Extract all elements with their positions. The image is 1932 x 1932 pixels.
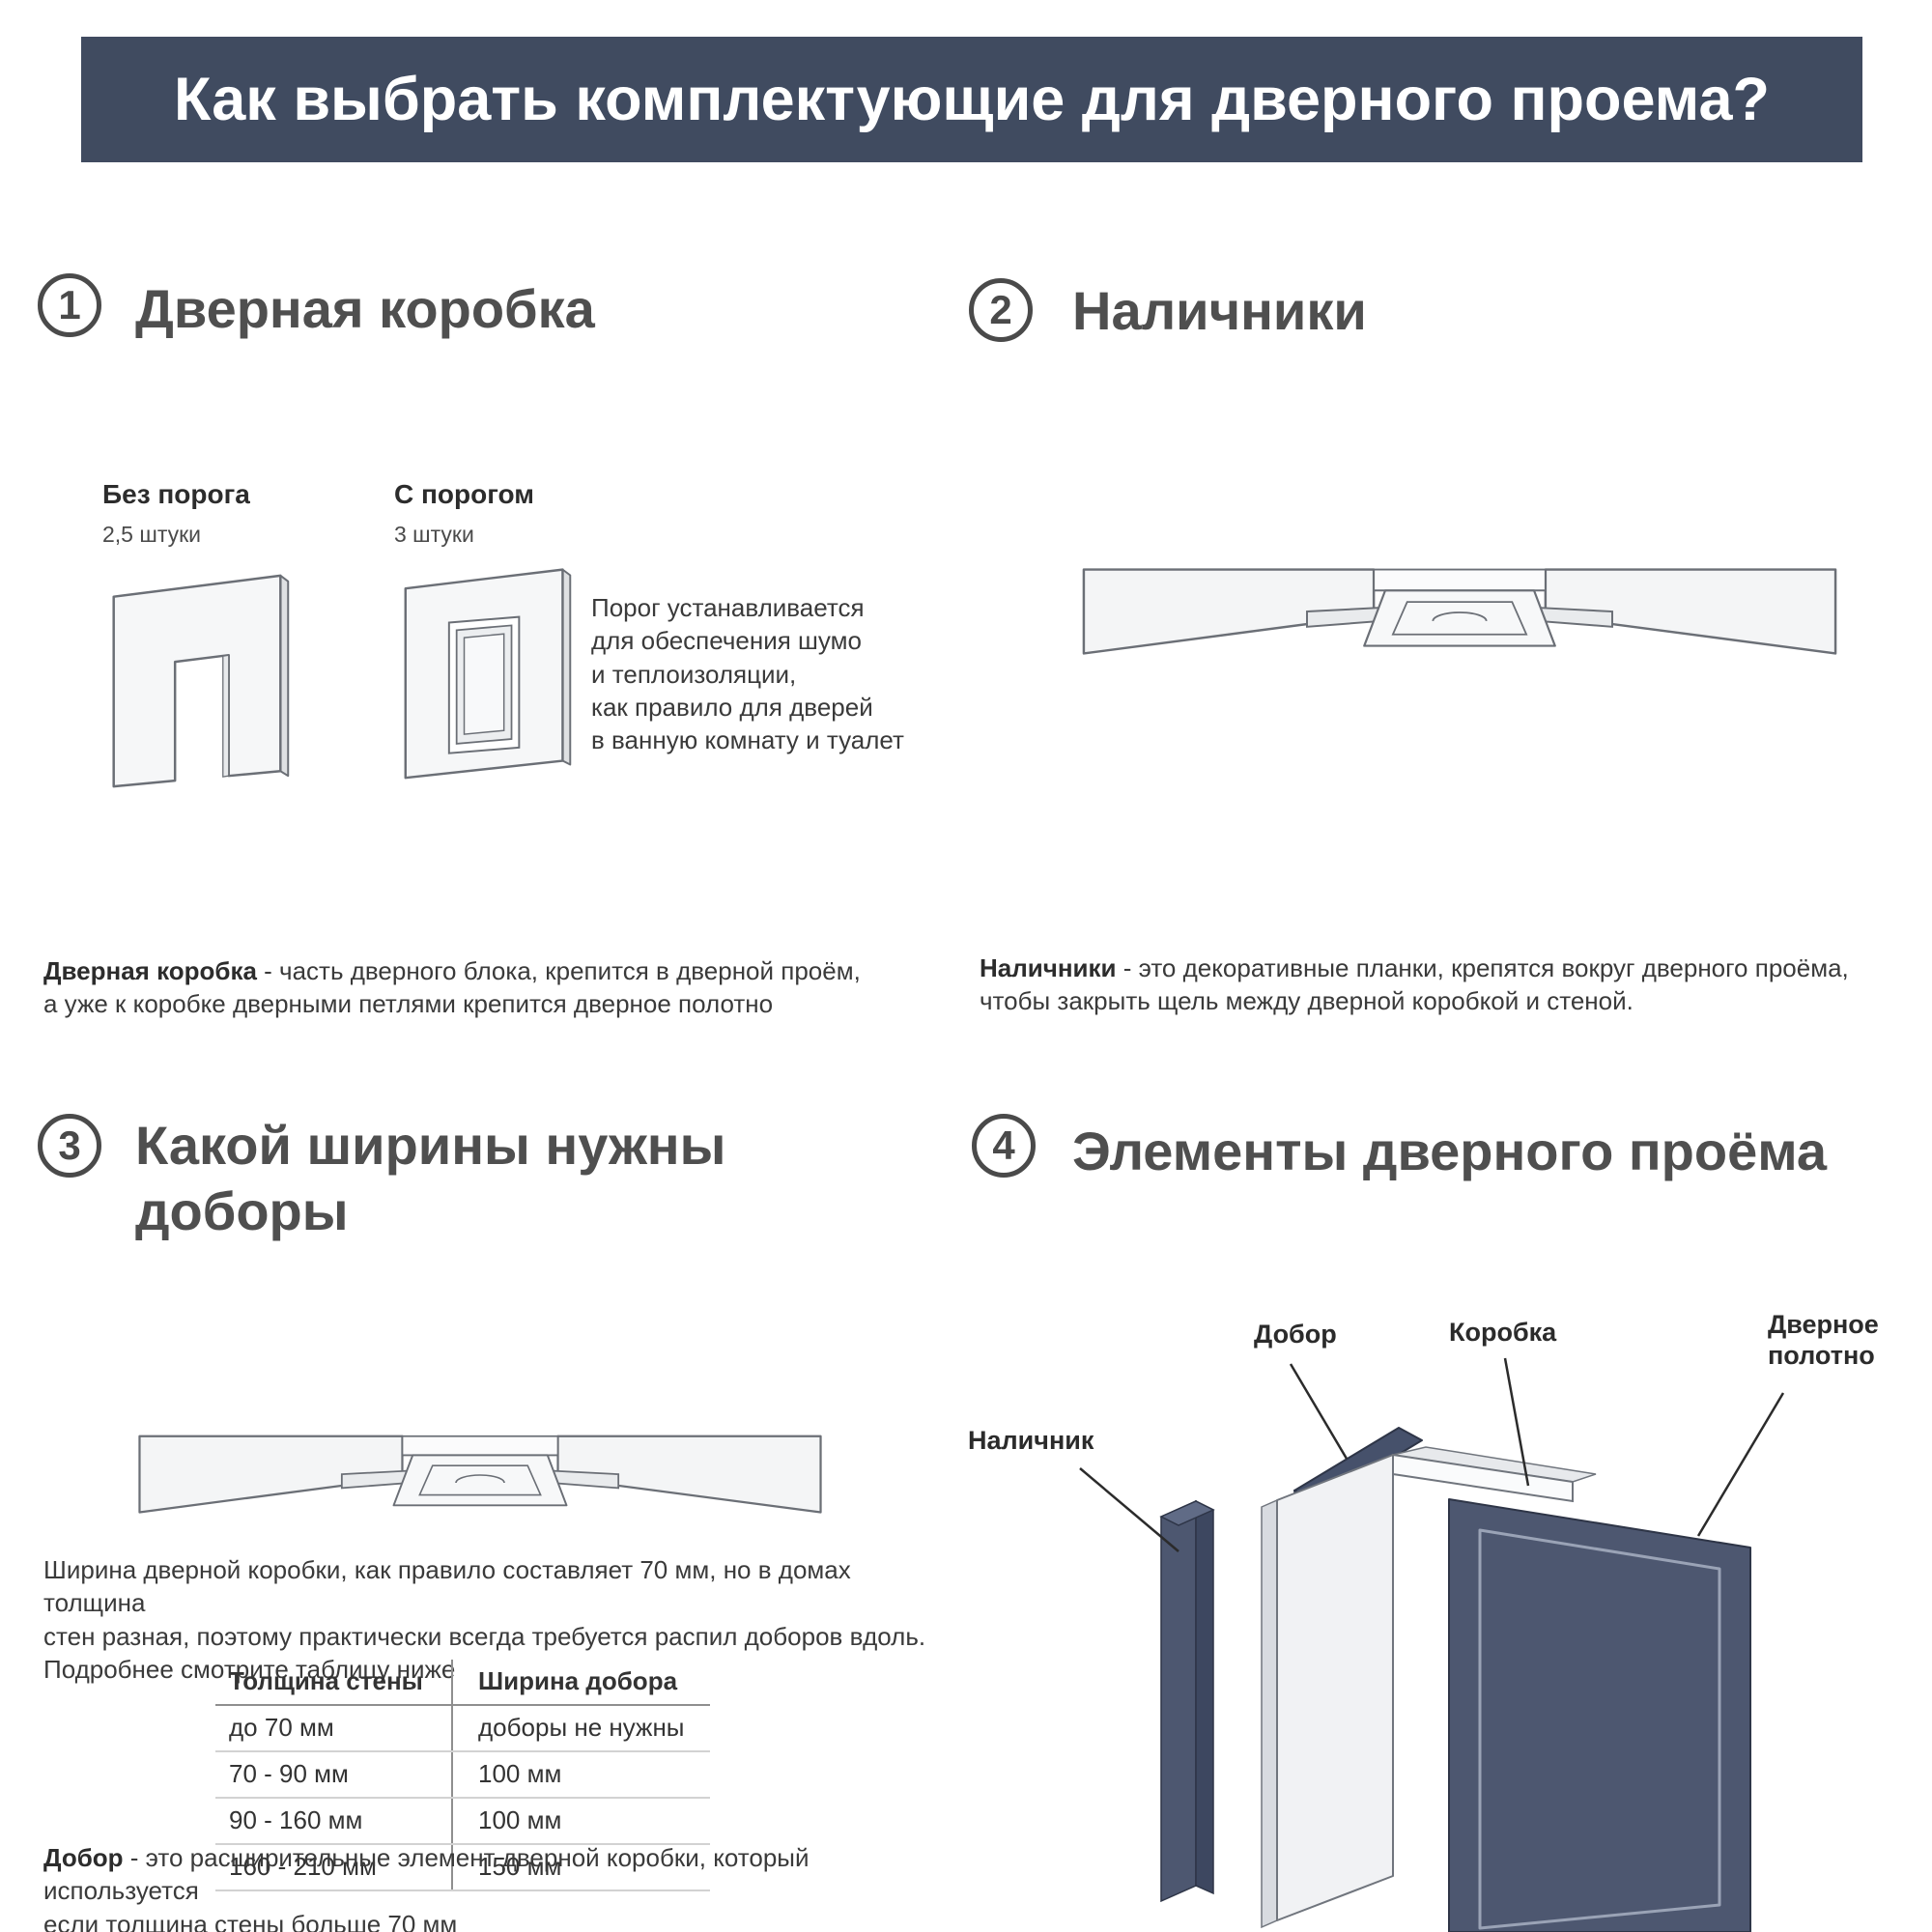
- extension-width-table: Толщина стены Ширина добора до 70 мм доб…: [215, 1660, 710, 1891]
- frame-profile-front: [1392, 1453, 1574, 1503]
- right-casing-shape: [1536, 607, 1613, 628]
- door-leaf-inset-line: [1391, 601, 1528, 636]
- frame-header-shape: [1373, 568, 1547, 592]
- wall-opening-no-threshold-illustration: [112, 574, 290, 788]
- table-cell: 100 мм: [452, 1798, 710, 1845]
- casings-term: Наличники: [980, 953, 1117, 982]
- label-frame: Коробка: [1449, 1318, 1557, 1347]
- label-casing: Наличник: [968, 1426, 1094, 1455]
- left-casing-shape: [340, 1469, 411, 1490]
- option-no-threshold-qty: 2,5 штуки: [102, 522, 202, 547]
- door-leaf-arc-detail: [1432, 611, 1488, 622]
- option-threshold-label: С порогом: [394, 479, 534, 509]
- section-number-badge-1: 1: [38, 273, 101, 337]
- extensions-paragraph: Ширина дверной коробки, как правило сост…: [43, 1555, 926, 1684]
- door-frame-definition-text: - часть дверного блока, крепится в дверн…: [43, 956, 861, 1019]
- wall-opening-with-threshold-illustration: [404, 568, 572, 780]
- table-cell: 150 мм: [452, 1844, 710, 1891]
- table-row: до 70 мм доборы не нужны: [215, 1705, 710, 1752]
- section-number-2: 2: [989, 287, 1012, 332]
- table-cell: до 70 мм: [215, 1705, 453, 1752]
- extension-term: Добор: [43, 1843, 124, 1872]
- right-wall-shape: [556, 1435, 822, 1514]
- door-panel-shape: [463, 633, 505, 735]
- door-frame-definition: Дверная коробка - часть дверного блока, …: [43, 954, 894, 1021]
- doorway-elements-drawing: [1079, 1357, 1785, 1932]
- right-wall-shape: [1544, 568, 1837, 655]
- door-leaf-top-shape: [392, 1454, 568, 1507]
- page-title: Как выбрать комплектующие для дверного п…: [174, 66, 1770, 133]
- frame-edge-strip: [1261, 1498, 1278, 1929]
- casings-top-view-illustration: [1082, 568, 1837, 655]
- table-row: 90 - 160 мм 100 мм: [215, 1798, 710, 1845]
- section-number-badge-4: 4: [972, 1114, 1036, 1178]
- table-header-row: Толщина стены Ширина добора: [215, 1660, 710, 1706]
- section-title-door-frame: Дверная коробка: [135, 278, 595, 339]
- right-casing-shape: [550, 1469, 620, 1490]
- extensions-top-view-illustration: [138, 1435, 822, 1514]
- frame-leader-line: [1503, 1357, 1530, 1487]
- doorway-elements-illustration: Добор Коробка Дверное полотно Наличник: [947, 1293, 1922, 1932]
- table-cell: 70 - 90 мм: [215, 1751, 453, 1799]
- extension-definition-text: - это расширительные элемент дверной кор…: [43, 1843, 810, 1932]
- section-number-4: 4: [992, 1122, 1015, 1168]
- section-title-doorway-elements: Элементы дверного проёма: [1072, 1121, 1828, 1181]
- table-cell: доборы не нужны: [452, 1705, 710, 1752]
- option-threshold-qty: 3 штуки: [394, 522, 474, 547]
- section-title-extensions: Какой ширины нужны доборы: [135, 1115, 726, 1242]
- opening-reveal: [222, 654, 230, 778]
- option-no-threshold-label: Без порога: [102, 479, 250, 509]
- section-number-1: 1: [58, 282, 81, 327]
- table-cell: 160 - 210 мм: [215, 1844, 453, 1891]
- casing-part-front: [1160, 1499, 1197, 1903]
- table-header-extension-width: Ширина добора: [452, 1660, 710, 1706]
- casing-leader-line: [1079, 1467, 1179, 1552]
- left-casing-shape: [1306, 607, 1383, 628]
- label-extension: Добор: [1254, 1320, 1337, 1349]
- section-number-badge-2: 2: [969, 278, 1033, 342]
- frame-part: [1276, 1454, 1394, 1921]
- extension-definition: Добор - это расширительные элемент дверн…: [43, 1841, 913, 1932]
- label-door-leaf: Дверное полотно: [1768, 1310, 1879, 1370]
- casing-part-side: [1195, 1499, 1214, 1895]
- extension-leader-line: [1289, 1363, 1349, 1460]
- threshold-note: Порог устанавливается для обеспечения шу…: [591, 593, 904, 755]
- door-leaf-inset-line: [418, 1464, 542, 1496]
- table-row: 70 - 90 мм 100 мм: [215, 1751, 710, 1799]
- wall-front-face: [112, 574, 282, 788]
- casing-part-top: [1159, 1500, 1215, 1526]
- door-frame-term: Дверная коробка: [43, 956, 257, 985]
- door-leaf-leader-line: [1696, 1392, 1785, 1537]
- frame-header-shape: [401, 1435, 559, 1457]
- door-leaf-inset-border: [1478, 1528, 1721, 1930]
- section-title-casings: Наличники: [1072, 280, 1367, 341]
- table-cell: 100 мм: [452, 1751, 710, 1799]
- table-header-wall-thickness: Толщина стены: [215, 1660, 453, 1706]
- casings-definition-text: - это декоративные планки, крепятся вокр…: [980, 953, 1849, 1016]
- table-row: 160 - 210 мм 150 мм: [215, 1844, 710, 1891]
- table-cell: 90 - 160 мм: [215, 1798, 453, 1845]
- section-number-3: 3: [58, 1122, 81, 1168]
- casings-definition: Наличники - это декоративные планки, кре…: [980, 952, 1888, 1018]
- header-banner: Как выбрать комплектующие для дверного п…: [81, 37, 1862, 162]
- door-leaf-part: [1448, 1498, 1751, 1932]
- section-number-badge-3: 3: [38, 1114, 101, 1178]
- door-leaf-arc-detail: [455, 1474, 505, 1484]
- door-leaf-top-shape: [1363, 589, 1556, 647]
